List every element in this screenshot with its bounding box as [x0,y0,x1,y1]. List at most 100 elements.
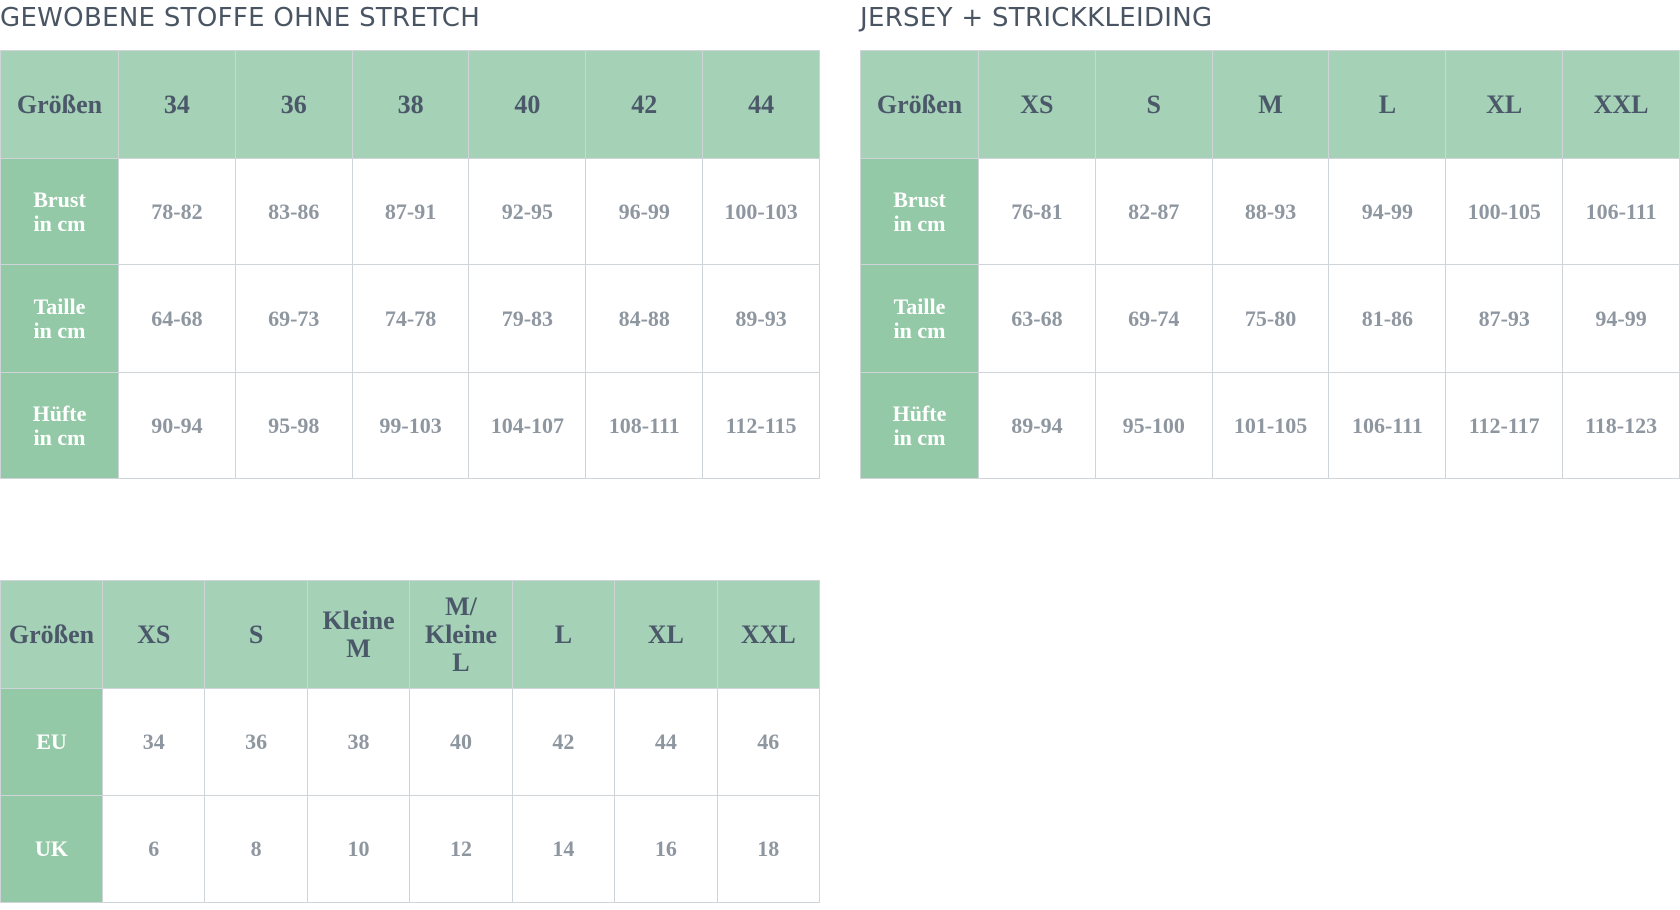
size-header-line: XL [647,619,684,649]
measurement-value: 88-93 [1211,158,1330,265]
size-value: 18 [716,795,821,903]
size-header: 42 [585,50,704,159]
measurement-value: 96-99 [585,158,704,265]
measurement-value: 99-103 [351,372,470,479]
measurement-value: 75-80 [1211,264,1330,373]
size-value: 44 [614,688,718,796]
measurement-unit: in cm [33,424,86,450]
measurement-value: 112-117 [1445,372,1564,479]
size-header: S [1094,50,1213,159]
size-header: XS [101,580,206,689]
size-value: 10 [306,795,411,903]
measurement-value: 82-87 [1094,158,1213,265]
size-header-line: L [554,619,573,649]
measurement-name: Taille [893,293,946,319]
size-header: XS [978,50,1096,159]
size-value: 40 [409,688,513,796]
measurement-unit: in cm [33,210,86,236]
measurement-value: 95-98 [234,372,353,479]
size-header-line: Kleine [424,619,498,649]
size-value: 16 [614,795,718,903]
measurement-value: 106-111 [1562,158,1680,265]
jersey-section-title: JERSEY + STRICKKLEIDING [860,3,1213,33]
measurement-unit: in cm [893,424,946,450]
size-header-line: M [346,633,371,663]
measurement-value: 83-86 [234,158,353,265]
measurement-name: Brust [893,186,946,212]
size-value: 14 [511,795,616,903]
size-value: 38 [306,688,411,796]
measurement-value: 69-73 [234,264,353,373]
size-value: 42 [511,688,616,796]
header-label: Größen [0,580,103,689]
measurement-unit: in cm [893,210,946,236]
size-header: XL [614,580,718,689]
size-header: S [204,580,308,689]
measurement-value: 112-115 [702,372,820,479]
size-header: M [1211,50,1330,159]
measurement-value: 79-83 [468,264,587,373]
size-value: 8 [204,795,308,903]
size-system-label: EU [0,688,103,796]
measurement-name: Brust [33,186,86,212]
size-value: 34 [101,688,206,796]
woven-section-title: GEWOBENE STOFFE OHNE STRETCH [0,3,481,33]
size-header-line: XXL [740,619,796,649]
measurement-value: 69-74 [1094,264,1213,373]
measurement-value: 95-100 [1094,372,1213,479]
size-system-label: UK [0,795,103,903]
size-header: 40 [468,50,587,159]
measurement-unit: in cm [893,317,946,343]
measurement-value: 90-94 [118,372,236,479]
size-header: XL [1445,50,1564,159]
measurement-value: 84-88 [585,264,704,373]
header-label: Größen [860,50,979,159]
size-value: 46 [716,688,821,796]
measurement-value: 64-68 [118,264,236,373]
measurement-value: 94-99 [1562,264,1680,373]
measurement-value: 89-93 [702,264,820,373]
measurement-value: 100-103 [702,158,820,265]
measurement-value: 74-78 [351,264,470,373]
measurement-name: Taille [33,293,86,319]
size-header-line: L [452,647,470,677]
measurement-value: 87-91 [351,158,470,265]
measurement-name: Hüfte [32,400,87,426]
measurement-value: 87-93 [1445,264,1564,373]
measurement-unit: in cm [33,317,86,343]
size-header-line: S [248,619,264,649]
measurement-value: 92-95 [468,158,587,265]
measurement-value: 63-68 [978,264,1096,373]
size-header: 44 [702,50,820,159]
measurement-value: 78-82 [118,158,236,265]
size-header: XXL [1562,50,1680,159]
measurement-value: 94-99 [1328,158,1447,265]
size-header: 38 [351,50,470,159]
size-header: L [1328,50,1447,159]
size-value: 36 [204,688,308,796]
size-header-line: XS [137,619,171,649]
measurement-name: Hüfte [892,400,947,426]
measurement-value: 104-107 [468,372,587,479]
measurement-value: 106-111 [1328,372,1447,479]
measurement-value: 89-94 [978,372,1096,479]
size-header: L [511,580,616,689]
measurement-value: 118-123 [1562,372,1680,479]
